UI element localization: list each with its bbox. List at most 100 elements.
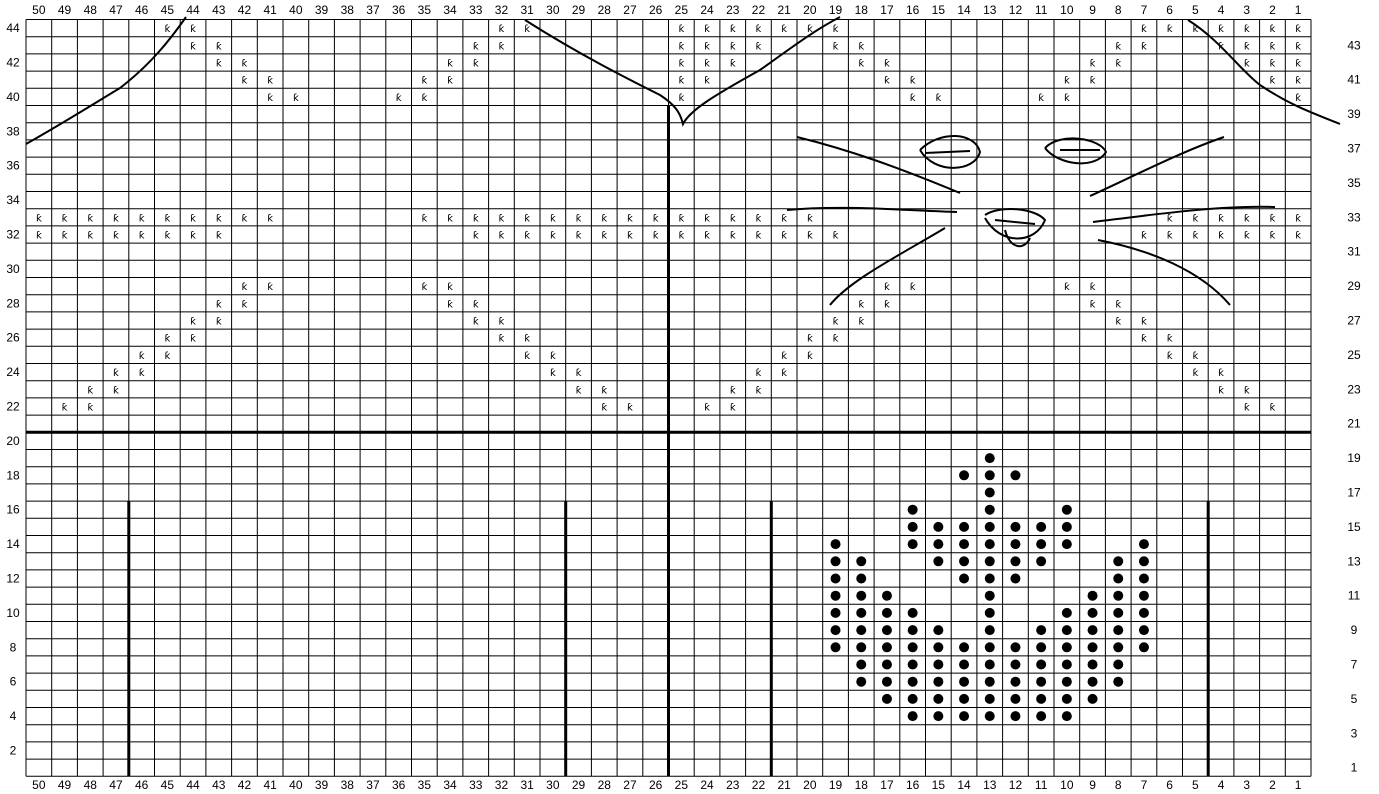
bobble-dot <box>1139 539 1149 549</box>
twisted-stitch-symbol: ƙ <box>576 213 582 224</box>
twisted-stitch-symbol: ƙ <box>1218 231 1224 242</box>
twisted-stitch-symbol: ƙ <box>704 41 710 52</box>
row-number-left: 12 <box>6 572 20 586</box>
column-number-top: 25 <box>675 3 689 17</box>
twisted-stitch-symbol: ƙ <box>678 93 684 104</box>
bobble-dot <box>1062 608 1072 618</box>
column-number-top: 43 <box>212 3 226 17</box>
column-number-top: 24 <box>700 3 714 17</box>
twisted-stitch-symbol: ƙ <box>1141 334 1147 345</box>
row-number-left: 38 <box>6 124 20 138</box>
row-number-right: 7 <box>1351 658 1358 672</box>
row-number-left: 14 <box>6 537 20 551</box>
bobble-dot <box>882 591 892 601</box>
bobble-dot <box>959 522 969 532</box>
twisted-stitch-symbol: ƙ <box>242 76 248 87</box>
twisted-stitch-symbol: ƙ <box>1218 41 1224 52</box>
twisted-stitch-symbol: ƙ <box>62 403 68 414</box>
twisted-stitch-symbol: ƙ <box>1244 59 1250 70</box>
column-number-top: 20 <box>803 3 817 17</box>
twisted-stitch-symbol: ƙ <box>1192 368 1198 379</box>
bobble-dot <box>831 591 841 601</box>
column-number-bottom: 43 <box>212 778 226 792</box>
bobble-dot <box>1088 694 1098 704</box>
column-number-top: 44 <box>186 3 200 17</box>
twisted-stitch-symbol: ƙ <box>216 317 222 328</box>
row-number-right: 15 <box>1347 520 1361 534</box>
bobble-dot <box>1036 556 1046 566</box>
twisted-stitch-symbol: ƙ <box>756 385 762 396</box>
twisted-stitch-symbol: ƙ <box>267 76 273 87</box>
twisted-stitch-symbol: ƙ <box>1115 317 1121 328</box>
column-number-bottom: 13 <box>983 778 997 792</box>
bobble-dot <box>856 677 866 687</box>
twisted-stitch-symbol: ƙ <box>396 93 402 104</box>
twisted-stitch-symbol: ƙ <box>164 24 170 35</box>
column-number-bottom: 1 <box>1295 778 1302 792</box>
twisted-stitch-symbol: ƙ <box>1141 317 1147 328</box>
twisted-stitch-symbol: ƙ <box>756 231 762 242</box>
column-number-bottom: 15 <box>932 778 946 792</box>
twisted-stitch-symbol: ƙ <box>781 24 787 35</box>
row-number-left: 8 <box>10 640 17 654</box>
column-number-top: 48 <box>84 3 98 17</box>
row-number-right: 13 <box>1347 554 1361 568</box>
bobble-dot <box>856 574 866 584</box>
twisted-stitch-symbol: ƙ <box>1218 24 1224 35</box>
column-number-bottom: 8 <box>1115 778 1122 792</box>
twisted-stitch-symbol: ƙ <box>447 76 453 87</box>
column-number-top: 34 <box>443 3 457 17</box>
bobble-dot <box>985 539 995 549</box>
twisted-stitch-symbol: ƙ <box>524 351 530 362</box>
twisted-stitch-symbol: ƙ <box>1244 24 1250 35</box>
twisted-stitch-symbol: ƙ <box>807 351 813 362</box>
twisted-stitch-symbol: ƙ <box>473 41 479 52</box>
row-number-left: 10 <box>6 606 20 620</box>
twisted-stitch-symbol: ƙ <box>113 231 119 242</box>
twisted-stitch-symbol: ƙ <box>910 93 916 104</box>
column-number-bottom: 22 <box>752 778 766 792</box>
bobble-dot <box>908 522 918 532</box>
bobble-dot <box>959 711 969 721</box>
row-number-right: 19 <box>1347 451 1361 465</box>
column-number-top: 35 <box>418 3 432 17</box>
twisted-stitch-symbol: ƙ <box>473 59 479 70</box>
twisted-stitch-symbol: ƙ <box>139 213 145 224</box>
bobble-dot <box>985 470 995 480</box>
twisted-stitch-symbol: ƙ <box>1167 334 1173 345</box>
twisted-stitch-symbol: ƙ <box>756 41 762 52</box>
column-number-bottom: 18 <box>855 778 869 792</box>
bobble-dot <box>856 660 866 670</box>
column-number-top: 17 <box>880 3 894 17</box>
twisted-stitch-symbol: ƙ <box>62 231 68 242</box>
bobble-dot <box>908 694 918 704</box>
bobble-dot <box>908 539 918 549</box>
row-number-left: 28 <box>6 296 20 310</box>
bobble-dot <box>933 522 943 532</box>
bobble-dot <box>856 591 866 601</box>
column-number-top: 14 <box>957 3 971 17</box>
bobble-dot <box>1010 574 1020 584</box>
column-number-bottom: 23 <box>726 778 740 792</box>
twisted-stitch-symbol: ƙ <box>1270 403 1276 414</box>
twisted-stitch-symbol: ƙ <box>1295 24 1301 35</box>
row-number-left: 24 <box>6 365 20 379</box>
column-number-bottom: 32 <box>495 778 509 792</box>
twisted-stitch-symbol: ƙ <box>858 41 864 52</box>
column-number-bottom: 50 <box>32 778 46 792</box>
twisted-stitch-symbol: ƙ <box>139 231 145 242</box>
bobble-dot <box>1088 660 1098 670</box>
bobble-dot <box>856 625 866 635</box>
bobble-dot <box>959 660 969 670</box>
column-number-bottom: 33 <box>469 778 483 792</box>
twisted-stitch-symbol: ƙ <box>1115 299 1121 310</box>
twisted-stitch-symbol: ƙ <box>421 282 427 293</box>
twisted-stitch-symbol: ƙ <box>1244 213 1250 224</box>
bobble-dot <box>985 660 995 670</box>
twisted-stitch-symbol: ƙ <box>653 231 659 242</box>
row-number-right: 3 <box>1351 726 1358 740</box>
bobble-dot <box>1062 625 1072 635</box>
twisted-stitch-symbol: ƙ <box>242 282 248 293</box>
bobble-dot <box>985 694 995 704</box>
twisted-stitch-symbol: ƙ <box>550 351 556 362</box>
